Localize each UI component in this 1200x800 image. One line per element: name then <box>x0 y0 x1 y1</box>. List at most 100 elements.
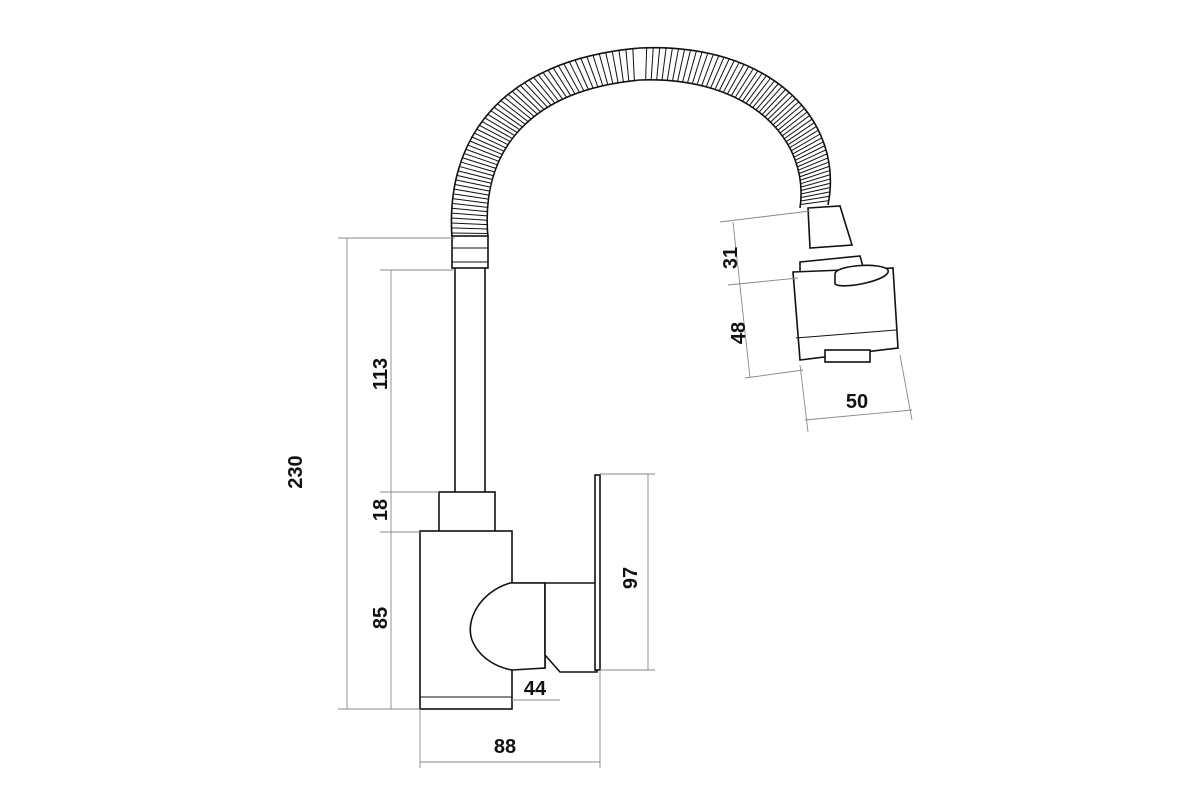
dim-label-base-width: 88 <box>494 736 516 758</box>
hose-rib <box>605 52 614 84</box>
hose-rib <box>455 179 491 188</box>
hose-rib <box>781 115 810 137</box>
hose-rib <box>592 55 604 86</box>
hose-rib <box>677 49 686 82</box>
hose-rib <box>563 63 580 93</box>
hose-rib <box>476 128 509 146</box>
hose-rib <box>456 174 492 184</box>
hose-rib <box>524 82 548 108</box>
hose-rib <box>701 54 714 86</box>
hose-rib <box>586 56 599 88</box>
hose-rib <box>504 97 532 120</box>
hose-rib <box>749 77 771 106</box>
hose-rib <box>471 136 505 152</box>
hose-rib <box>767 95 793 120</box>
hose-rib <box>451 212 488 217</box>
hose-rib <box>645 47 648 80</box>
hose-rib <box>552 67 572 96</box>
hose-rib <box>799 165 830 178</box>
hose-rib <box>710 57 725 89</box>
hose-rib <box>800 169 831 181</box>
hose-rib <box>745 75 767 104</box>
hose-rib <box>542 72 564 100</box>
hose-rib <box>775 104 802 128</box>
hose-rib <box>800 195 830 202</box>
hose-rib <box>734 68 754 98</box>
collar <box>438 491 496 533</box>
hose-rib <box>460 161 495 173</box>
hose-rib <box>547 69 568 98</box>
hose-rib <box>459 165 494 177</box>
hose-rib <box>777 108 805 131</box>
hose-rib <box>666 48 673 81</box>
dim-label-lever-depth: 44 <box>524 678 547 700</box>
hose-rib <box>451 232 488 234</box>
dim-label-head-diameter: 50 <box>846 391 868 413</box>
hose-rib <box>568 61 585 92</box>
hose-rib <box>462 157 497 169</box>
hose-rib <box>800 200 829 205</box>
hose-rib <box>661 47 667 81</box>
dim-label-collar-height: 18 <box>370 499 392 521</box>
hose-rib <box>625 49 630 82</box>
hose-rib <box>656 47 661 80</box>
hose-rib <box>714 58 730 90</box>
hose-rib <box>770 98 797 123</box>
hose-rib <box>796 149 827 165</box>
hose-rib <box>795 145 825 161</box>
hose-rib <box>465 148 500 162</box>
dim-label-riser-height: 113 <box>370 358 392 390</box>
hose-rib <box>792 137 823 155</box>
hose-rib <box>705 55 720 88</box>
hose-rib <box>500 100 529 123</box>
dim-label-head-connector: 31 <box>720 247 742 269</box>
hose-rib <box>511 90 538 115</box>
dim-label-body-height: 85 <box>370 607 392 629</box>
spray-head-icon <box>792 205 899 363</box>
hose-rib <box>800 182 831 192</box>
hose-rib <box>791 133 821 152</box>
hose-rib <box>451 227 488 230</box>
hose-rib <box>497 103 526 125</box>
hose-rib <box>533 77 556 104</box>
hose-rib <box>761 89 787 115</box>
hose-rib <box>618 50 624 83</box>
hose-rib <box>519 85 545 110</box>
hose-rib <box>484 117 515 136</box>
hose-rib <box>487 113 518 134</box>
hose-rib <box>682 49 692 83</box>
hose-rib <box>798 161 829 174</box>
hose-rib <box>469 140 503 155</box>
hose-rib <box>722 62 740 93</box>
hose-rib <box>580 58 594 89</box>
hose-rib <box>672 48 680 81</box>
dim-label-total-height: 230 <box>285 455 307 488</box>
hose-rib <box>691 51 703 84</box>
hose-rib <box>758 86 783 113</box>
hose-rib <box>726 64 745 95</box>
lever-handle <box>469 474 601 673</box>
hose-rib <box>764 92 790 118</box>
hose-rib <box>479 124 511 143</box>
dimension-lines <box>338 210 913 768</box>
hose-rib <box>793 141 824 158</box>
hose-rib <box>528 79 552 106</box>
hose-rib <box>451 207 488 213</box>
hose-rib <box>789 129 819 149</box>
hose-rib <box>752 80 775 108</box>
hose-rib <box>557 65 576 95</box>
hose-rib <box>467 144 501 159</box>
hose-rib <box>452 198 489 204</box>
hose-rib <box>574 59 589 90</box>
hose-rib <box>537 74 560 102</box>
hose-rib <box>787 126 817 146</box>
hose-rib <box>453 188 490 196</box>
hose-rib <box>507 93 535 117</box>
hose-rib <box>650 47 654 80</box>
hose-rib <box>800 178 831 188</box>
hose-rib <box>798 157 829 171</box>
hose-rib <box>457 170 493 180</box>
hose-rib <box>490 110 521 131</box>
hose-rib <box>800 187 831 195</box>
